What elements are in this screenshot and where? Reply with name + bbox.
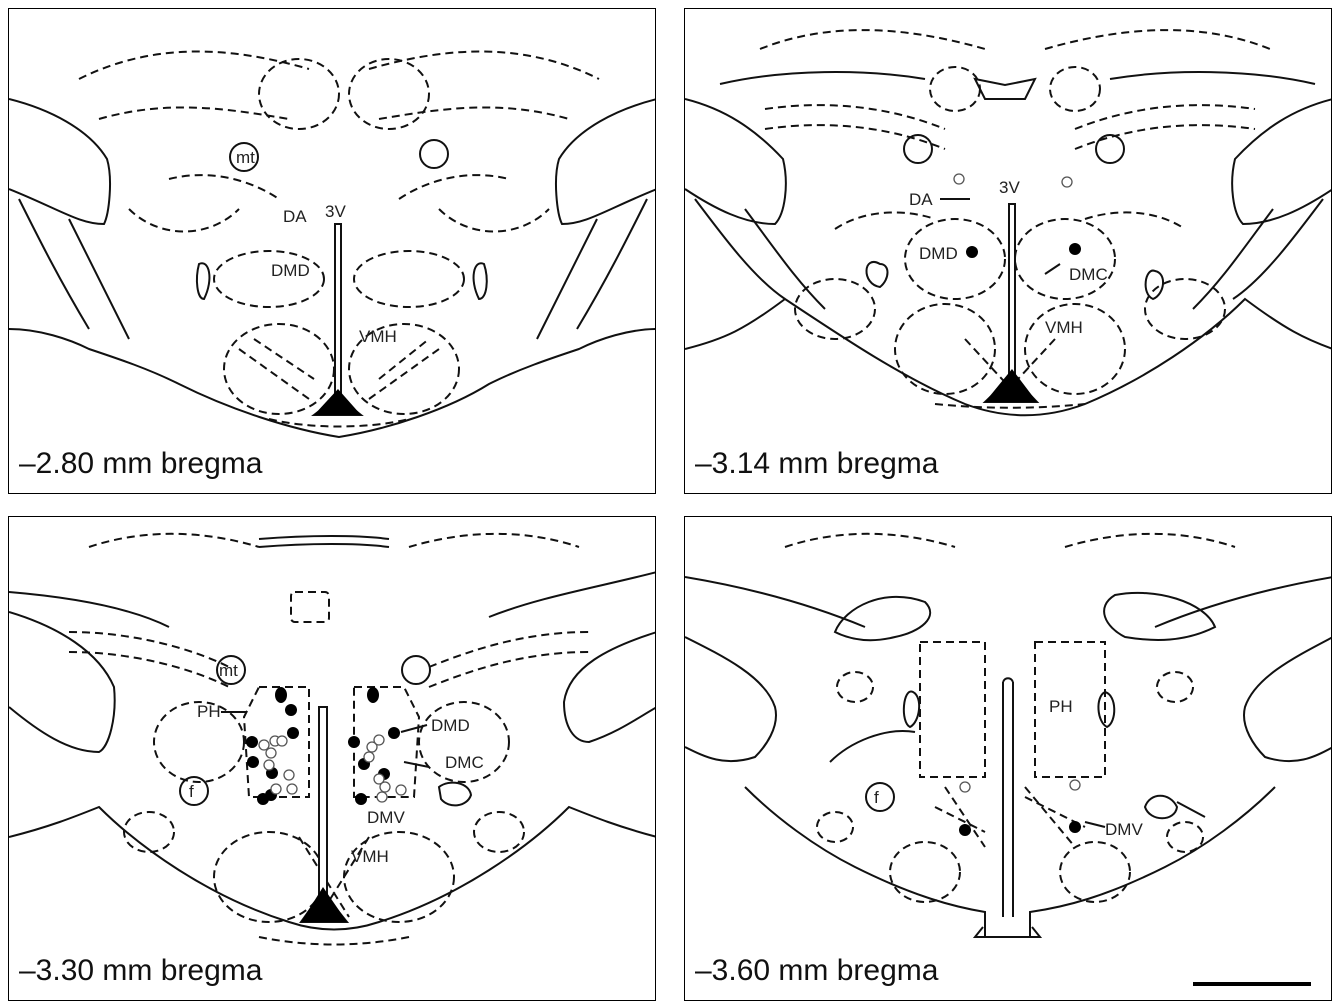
label-dmv: DMV bbox=[367, 808, 405, 827]
mt-tract-right bbox=[420, 140, 448, 168]
label-mt: mt bbox=[219, 661, 238, 680]
label-f: f bbox=[874, 788, 879, 807]
label-ph: PH bbox=[197, 702, 221, 721]
section-panel-3-30: mt PH DMD DMC f DMV VMH –3.30 mm bregma bbox=[8, 516, 656, 1001]
marker-filled bbox=[959, 824, 971, 836]
marker-filled bbox=[275, 687, 287, 703]
brain-section-drawing: PH f DMV bbox=[685, 517, 1332, 1001]
bregma-level-label: –3.60 mm bregma bbox=[695, 954, 938, 988]
bregma-level-label: –3.14 mm bregma bbox=[695, 447, 938, 481]
marker-open bbox=[1062, 177, 1072, 187]
label-ph: PH bbox=[1049, 697, 1073, 716]
label-vmh: VMH bbox=[359, 327, 397, 346]
marker-filled bbox=[1069, 821, 1081, 833]
label-mt: mt bbox=[236, 148, 255, 167]
marker-filled bbox=[367, 687, 379, 703]
marker-filled bbox=[966, 246, 978, 258]
brain-section-drawing: mt PH DMD DMC f DMV VMH bbox=[9, 517, 656, 1001]
label-dmd: DMD bbox=[431, 716, 470, 735]
label-dmc: DMC bbox=[445, 753, 484, 772]
third-ventricle-floor bbox=[985, 369, 1037, 402]
label-vmh: VMH bbox=[1045, 318, 1083, 337]
brain-section-drawing: DA 3V DMD DMC VMH bbox=[685, 9, 1332, 494]
marker-open bbox=[954, 174, 964, 184]
label-da: DA bbox=[283, 207, 307, 226]
label-dmd: DMD bbox=[271, 261, 310, 280]
marker-open bbox=[960, 782, 970, 792]
section-panel-2-80: mt DA 3V DMD VMH –2.80 mm bregma bbox=[8, 8, 656, 494]
third-ventricle-floor bbox=[314, 389, 361, 415]
label-3v: 3V bbox=[325, 202, 346, 221]
section-panel-3-14: DA 3V DMD DMC VMH –3.14 mm bregma bbox=[684, 8, 1332, 494]
marker-filled bbox=[1069, 243, 1081, 255]
marker-open bbox=[1070, 780, 1080, 790]
label-dmd: DMD bbox=[919, 244, 958, 263]
label-3v: 3V bbox=[999, 178, 1020, 197]
label-dmc: DMC bbox=[1069, 265, 1108, 284]
section-panel-3-60: PH f DMV –3.60 mm bregma bbox=[684, 516, 1332, 1001]
bregma-level-label: –3.30 mm bregma bbox=[19, 954, 262, 988]
label-dmv: DMV bbox=[1105, 820, 1143, 839]
bregma-level-label: –2.80 mm bregma bbox=[19, 447, 262, 481]
scale-bar bbox=[1193, 982, 1311, 986]
label-f: f bbox=[189, 782, 194, 801]
label-vmh: VMH bbox=[351, 847, 389, 866]
label-da: DA bbox=[909, 190, 933, 209]
brain-section-drawing: mt DA 3V DMD VMH bbox=[9, 9, 656, 494]
